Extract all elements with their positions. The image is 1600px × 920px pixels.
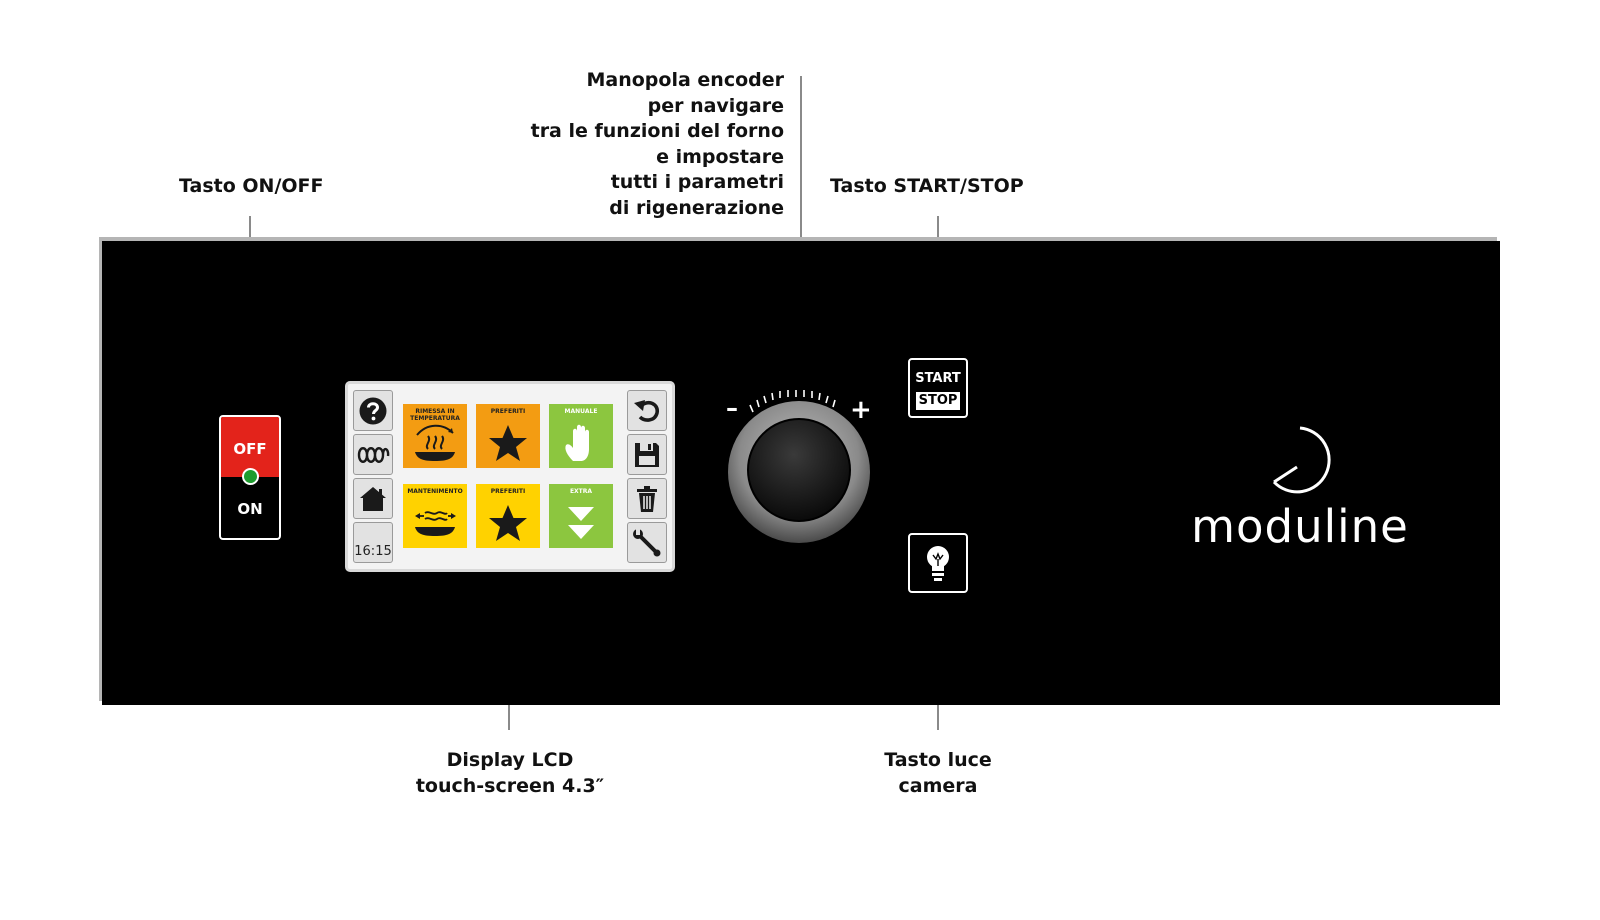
callout-startstop: Tasto START/STOP xyxy=(830,174,1024,200)
encoder-knob[interactable] xyxy=(747,418,851,522)
moduline-logo: moduline xyxy=(1170,420,1430,570)
lcd-delete-button[interactable] xyxy=(627,478,667,519)
tile-label: PREFERITI xyxy=(490,408,526,415)
lcd-right-toolbar xyxy=(627,390,667,566)
star-icon xyxy=(489,505,527,541)
undo-icon xyxy=(634,399,659,422)
encoder-plus-label: + xyxy=(850,395,872,425)
lcd-settings-button[interactable] xyxy=(627,522,667,563)
home-icon xyxy=(360,486,386,511)
steaming-dish-icon xyxy=(415,424,455,461)
callout-onoff: Tasto ON/OFF xyxy=(179,174,324,200)
start-stop-button[interactable]: START STOP xyxy=(908,358,968,418)
callout-light-line: Tasto luce xyxy=(884,749,992,771)
chevrons-down-icon xyxy=(568,507,594,539)
lcd-save-button[interactable] xyxy=(627,434,667,475)
hand-icon xyxy=(565,424,589,461)
lcd-left-toolbar: 16:15 xyxy=(353,390,393,566)
chamber-light-button[interactable] xyxy=(908,533,968,593)
callout-onoff-line: Tasto ON/OFF xyxy=(179,175,324,197)
lcd-heating-button[interactable] xyxy=(353,434,393,475)
tile-label: MANTENIMENTO xyxy=(407,488,463,495)
callout-encoder-line: tra le funzioni del forno xyxy=(530,120,784,142)
tile-preferiti-orange[interactable]: PREFERITI xyxy=(476,404,540,468)
off-segment xyxy=(221,417,279,477)
lcd-clock: 16:15 xyxy=(353,522,393,563)
tile-extra[interactable]: EXTRA xyxy=(549,484,613,548)
tile-label: RIMESSA IN TEMPERATURA xyxy=(410,408,460,422)
callout-encoder-line: di rigenerazione xyxy=(609,196,784,219)
tile-mantenimento[interactable]: MANTENIMENTO xyxy=(403,484,467,548)
lcd-help-button[interactable] xyxy=(353,390,393,431)
wrench-icon xyxy=(633,528,661,556)
holding-dish-icon xyxy=(415,511,456,536)
encoder-scale-ticks xyxy=(749,390,836,413)
heating-coil-icon xyxy=(357,446,390,463)
leader-encoder xyxy=(800,76,802,310)
trash-icon xyxy=(637,485,657,512)
lcd-home-button[interactable] xyxy=(353,478,393,519)
open-circle-logo-icon xyxy=(1272,426,1331,494)
callout-encoder-line: e impostare xyxy=(656,145,784,168)
callout-encoder-line: Manopola encoder xyxy=(586,69,785,91)
callout-display: Display LCD touch-screen 4.3″ xyxy=(380,748,640,799)
callout-light-line: camera xyxy=(898,774,978,797)
on-off-switch[interactable]: OFF ON xyxy=(219,415,281,540)
callout-encoder: Manopola encoder per navigare tra le fun… xyxy=(480,68,784,221)
help-icon xyxy=(359,397,387,424)
tile-manuale[interactable]: MANUALE xyxy=(549,404,613,468)
stop-label: STOP xyxy=(916,392,960,410)
logo-wordmark: moduline xyxy=(1191,500,1409,553)
tile-label: EXTRA xyxy=(569,488,593,495)
start-label: START xyxy=(915,371,961,386)
off-label: OFF xyxy=(233,440,267,458)
callout-encoder-line: tutti i parametri xyxy=(610,171,784,193)
callout-encoder-line: per navigare xyxy=(647,94,784,117)
callout-display-line: touch-screen 4.3″ xyxy=(415,774,605,797)
lcd-touch-screen[interactable]: 16:15 RIMESSA IN TEMPERATURA PREFERITI M… xyxy=(345,381,675,572)
encoder-knob-area: – + xyxy=(722,385,882,555)
on-label: ON xyxy=(237,500,263,518)
tile-label: PREFERITI xyxy=(490,488,526,495)
save-icon xyxy=(635,442,659,467)
encoder-minus-label: – xyxy=(726,394,738,422)
callout-display-line: Display LCD xyxy=(446,749,574,771)
star-icon xyxy=(489,425,527,461)
callout-light: Tasto luce camera xyxy=(838,748,1038,799)
tile-rimessa-in-temperatura[interactable]: RIMESSA IN TEMPERATURA xyxy=(403,404,467,468)
callout-startstop-line: Tasto START/STOP xyxy=(830,175,1024,197)
light-bulb-icon xyxy=(927,546,949,581)
tile-preferiti-yellow[interactable]: PREFERITI xyxy=(476,484,540,548)
power-led-icon xyxy=(242,468,259,485)
lcd-undo-button[interactable] xyxy=(627,390,667,431)
encoder-knob-graphic: – + xyxy=(726,390,872,543)
tile-label: MANUALE xyxy=(564,408,598,415)
